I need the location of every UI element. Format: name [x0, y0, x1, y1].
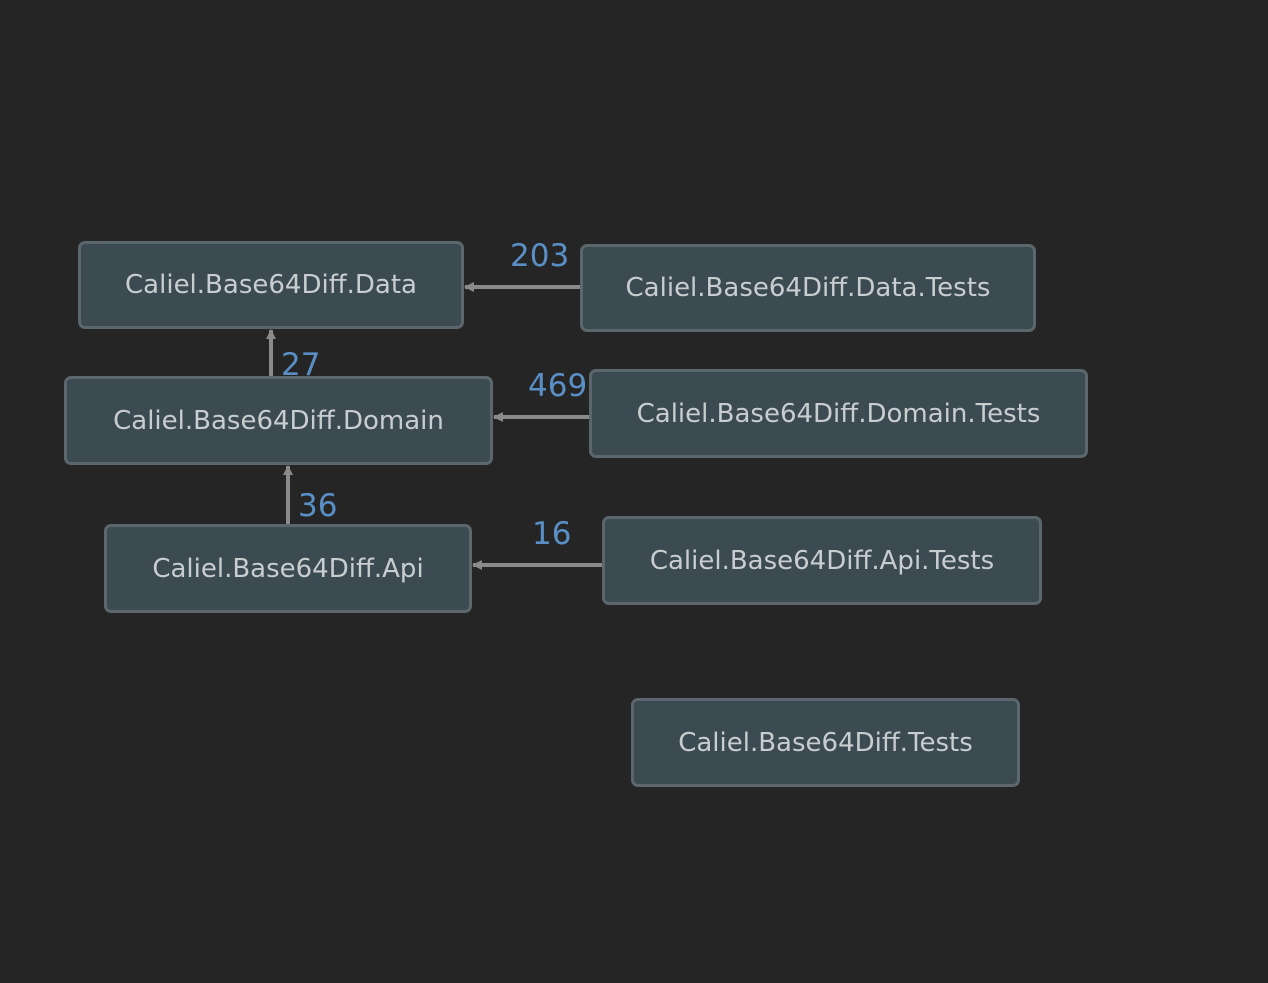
node-data[interactable]: Caliel.Base64Diff.Data: [78, 241, 464, 329]
node-api[interactable]: Caliel.Base64Diff.Api: [104, 524, 472, 613]
edge-label-domain-to-data: 27: [281, 347, 321, 383]
node-api-label: Caliel.Base64Diff.Api: [152, 553, 424, 584]
node-tests-label: Caliel.Base64Diff.Tests: [678, 727, 973, 758]
node-domain-tests[interactable]: Caliel.Base64Diff.Domain.Tests: [589, 369, 1088, 458]
node-api-tests[interactable]: Caliel.Base64Diff.Api.Tests: [602, 516, 1042, 605]
edge-label-api-tests-to-api: 16: [532, 516, 572, 552]
node-domain-label: Caliel.Base64Diff.Domain: [113, 405, 444, 436]
node-data-label: Caliel.Base64Diff.Data: [125, 270, 417, 300]
node-data-tests[interactable]: Caliel.Base64Diff.Data.Tests: [580, 244, 1036, 332]
node-data-tests-label: Caliel.Base64Diff.Data.Tests: [625, 273, 991, 303]
edge-label-api-to-domain: 36: [298, 488, 338, 524]
node-domain-tests-label: Caliel.Base64Diff.Domain.Tests: [636, 398, 1041, 429]
edge-label-data-tests-to-data: 203: [510, 238, 570, 274]
node-tests[interactable]: Caliel.Base64Diff.Tests: [631, 698, 1020, 787]
edge-label-domain-tests-to-domain: 469: [528, 368, 588, 404]
node-api-tests-label: Caliel.Base64Diff.Api.Tests: [649, 545, 995, 576]
node-domain[interactable]: Caliel.Base64Diff.Domain: [64, 376, 493, 465]
